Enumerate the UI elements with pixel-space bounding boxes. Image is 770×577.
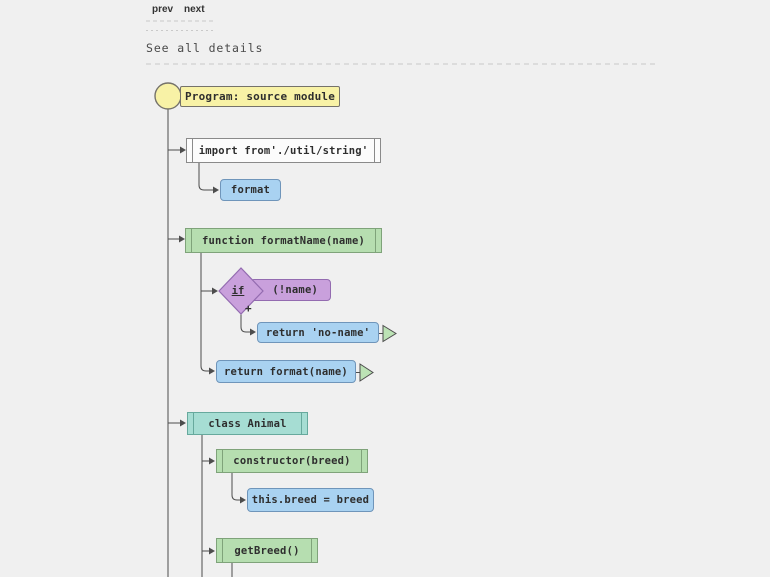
function-arrowhead-icon	[179, 235, 185, 243]
node-return-format: return format(name)	[216, 360, 356, 383]
program-start-circle	[154, 82, 182, 110]
method-arrowhead-icon	[209, 547, 215, 555]
if-positive-branch-marker: +	[245, 302, 252, 315]
node-function-declaration: function formatName(name)	[185, 228, 382, 253]
node-import-statement: import from'./util/string'	[186, 138, 381, 163]
function-body-line	[200, 253, 209, 372]
if-diamond	[218, 267, 264, 315]
if-branch-connector	[240, 314, 250, 333]
node-program-module: Program: source module	[180, 86, 340, 107]
format-arrowhead-icon	[213, 186, 219, 194]
constructor-arrowhead-icon	[209, 457, 215, 465]
node-constructor-method: constructor(breed)	[216, 449, 368, 473]
if-keyword-label: if	[231, 285, 245, 297]
class-arrowhead-icon	[180, 419, 186, 427]
node-if-condition: (!name)	[250, 279, 331, 301]
import-arrowhead-icon	[180, 146, 186, 154]
assignment-arrowhead-icon	[240, 496, 246, 504]
prev-button[interactable]: prev	[152, 4, 174, 15]
return-arrow-icon	[359, 363, 374, 382]
return-arrow-icon	[382, 324, 397, 343]
return-noname-arrowhead-icon	[250, 328, 256, 336]
return-format-arrowhead-icon	[209, 367, 215, 375]
node-method-getbreed: getBreed()	[216, 538, 318, 563]
import-body-connector	[198, 163, 213, 191]
node-return-noname: return 'no-name'	[257, 322, 379, 343]
if-arrowhead-icon	[212, 287, 218, 295]
next-button[interactable]: next	[184, 4, 205, 15]
node-class-declaration: class Animal	[187, 412, 308, 435]
node-import-specifier: format	[220, 179, 281, 201]
constructor-body-connector	[231, 473, 240, 501]
node-assignment: this.breed = breed	[247, 488, 374, 512]
details-heading: See all details	[146, 41, 264, 55]
